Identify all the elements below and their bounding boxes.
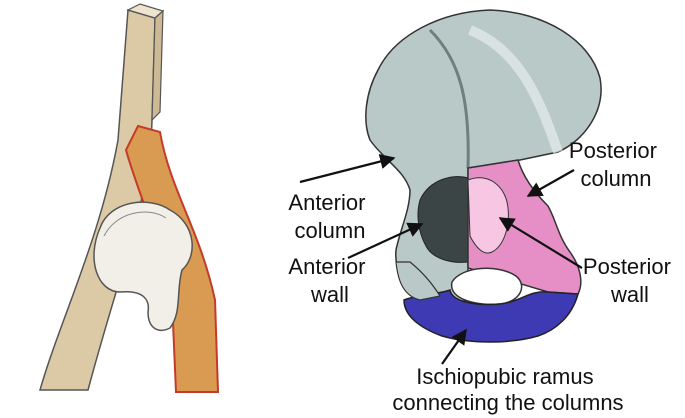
label-anterior-column: Anterior column — [288, 190, 371, 243]
arrow-ischiopubic-ramus — [441, 328, 467, 365]
annotation-arrows — [299, 153, 583, 365]
arrow-posterior-wall — [498, 217, 583, 269]
posterior-column-model — [39, 9, 156, 391]
label-anterior-wall: Anterior wall — [288, 254, 371, 307]
label-ischiopubic-ramus: Ischiopubic ramus connecting the columns — [392, 364, 623, 415]
label-posterior-wall: Posterior wall — [583, 254, 677, 307]
arrow-anterior-wall — [347, 222, 424, 259]
column-model-illustration — [39, 3, 220, 393]
ischiopubic-ramus-region — [403, 288, 579, 343]
hemipelvis-illustration — [365, 9, 602, 343]
posterior-wall-region — [467, 177, 509, 254]
arrow-posterior-column — [526, 169, 575, 197]
label-posterior-column: Posterior column — [569, 138, 663, 191]
obturator-foramen — [451, 267, 523, 306]
acetabulum-model — [93, 201, 193, 332]
arrow-anterior-column — [299, 153, 396, 184]
